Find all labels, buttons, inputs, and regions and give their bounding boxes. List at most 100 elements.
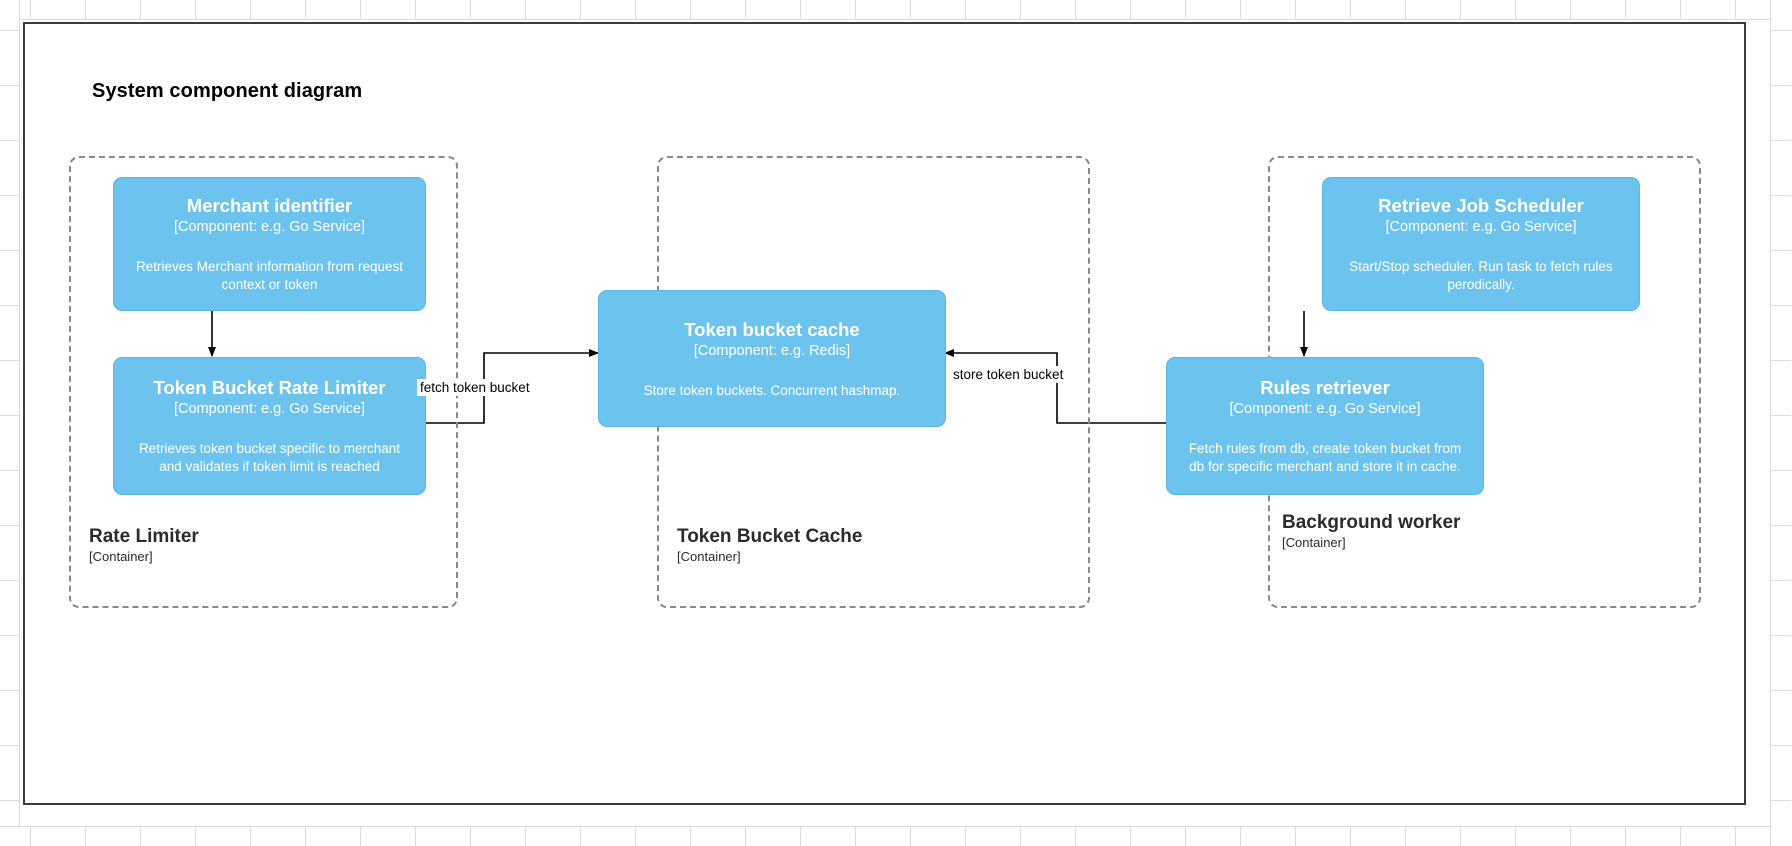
component-technology-merchant-identifier: [Component: e.g. Go Service] bbox=[173, 219, 365, 235]
ruler-tick bbox=[415, 827, 416, 846]
ruler-tick bbox=[1460, 0, 1461, 19]
ruler-tick bbox=[0, 690, 19, 691]
ruler-tick bbox=[1460, 827, 1461, 846]
ruler-tick bbox=[965, 0, 966, 19]
container-label-token-bucket-cache: Token Bucket Cache [Container] bbox=[677, 525, 862, 566]
diagram-page[interactable]: System component diagram bbox=[23, 22, 1746, 805]
ruler-tick bbox=[1020, 827, 1021, 846]
ruler-tick bbox=[1405, 827, 1406, 846]
ruler-tick bbox=[1130, 0, 1131, 19]
component-merchant-identifier[interactable]: Merchant identifier [Component: e.g. Go … bbox=[113, 177, 426, 311]
component-description-merchant-identifier: Retrieves Merchant information from requ… bbox=[135, 259, 404, 292]
ruler-tick bbox=[1771, 85, 1791, 86]
component-title-retrieve-job-scheduler: Retrieve Job Scheduler bbox=[1378, 195, 1584, 216]
ruler-tick bbox=[580, 0, 581, 19]
ruler-left[interactable] bbox=[0, 0, 20, 846]
ruler-tick bbox=[855, 0, 856, 19]
ruler-tick bbox=[800, 827, 801, 846]
component-retrieve-job-scheduler[interactable]: Retrieve Job Scheduler [Component: e.g. … bbox=[1322, 177, 1640, 311]
component-technology-token-bucket-cache: [Component: e.g. Redis] bbox=[693, 342, 851, 359]
ruler-tick bbox=[690, 827, 691, 846]
ruler-tick bbox=[360, 827, 361, 846]
ruler-tick bbox=[580, 827, 581, 846]
ruler-tick bbox=[1350, 827, 1351, 846]
ruler-tick bbox=[140, 827, 141, 846]
component-description-retrieve-job-scheduler: Start/Stop scheduler. Run task to fetch … bbox=[1349, 259, 1613, 292]
component-description-rules-retriever: Fetch rules from db, create token bucket… bbox=[1188, 441, 1462, 474]
ruler-tick bbox=[0, 635, 19, 636]
ruler-tick bbox=[0, 415, 19, 416]
ruler-tick bbox=[745, 0, 746, 19]
ruler-tick bbox=[0, 360, 19, 361]
component-description-token-bucket-rate-limiter: Retrieves token bucket specific to merch… bbox=[138, 441, 401, 474]
ruler-tick bbox=[0, 525, 19, 526]
ruler-tick bbox=[1680, 0, 1681, 19]
container-label-rate-limiter: Rate Limiter [Container] bbox=[89, 525, 199, 566]
ruler-tick bbox=[0, 305, 19, 306]
ruler-tick bbox=[1680, 827, 1681, 846]
edge-label-fetch-token-bucket: fetch token bucket bbox=[417, 379, 533, 396]
ruler-tick bbox=[1570, 0, 1571, 19]
component-rules-retriever[interactable]: Rules retriever [Component: e.g. Go Serv… bbox=[1166, 357, 1484, 495]
ruler-tick bbox=[1625, 827, 1626, 846]
ruler-tick bbox=[1771, 250, 1791, 251]
edge-label-store-token-bucket: store token bucket bbox=[950, 366, 1067, 383]
ruler-tick bbox=[470, 827, 471, 846]
component-token-bucket-rate-limiter[interactable]: Token Bucket Rate Limiter [Component: e.… bbox=[113, 357, 426, 495]
ruler-tick bbox=[195, 827, 196, 846]
ruler-tick bbox=[85, 0, 86, 19]
ruler-tick bbox=[1771, 470, 1791, 471]
ruler-tick bbox=[525, 0, 526, 19]
ruler-tick bbox=[360, 0, 361, 19]
ruler-tick bbox=[0, 140, 19, 141]
ruler-tick bbox=[1735, 827, 1736, 846]
ruler-tick bbox=[30, 0, 31, 19]
ruler-tick bbox=[1185, 0, 1186, 19]
ruler-tick bbox=[1515, 827, 1516, 846]
container-name-token-bucket-cache: Token Bucket Cache bbox=[677, 526, 863, 547]
ruler-tick bbox=[910, 827, 911, 846]
ruler-tick bbox=[1570, 827, 1571, 846]
container-name-rate-limiter: Rate Limiter bbox=[89, 526, 199, 547]
ruler-bottom[interactable] bbox=[0, 826, 1792, 846]
component-token-bucket-cache[interactable]: Token bucket cache [Component: e.g. Redi… bbox=[598, 290, 946, 427]
component-title-rules-retriever: Rules retriever bbox=[1260, 377, 1390, 398]
ruler-tick bbox=[1771, 800, 1791, 801]
component-technology-token-bucket-rate-limiter: [Component: e.g. Go Service] bbox=[173, 401, 365, 417]
container-label-background-worker: Background worker [Container] bbox=[1282, 511, 1460, 552]
ruler-tick bbox=[855, 827, 856, 846]
ruler-tick bbox=[140, 0, 141, 19]
ruler-tick bbox=[1185, 827, 1186, 846]
ruler-tick bbox=[1130, 827, 1131, 846]
ruler-tick bbox=[1771, 745, 1791, 746]
ruler-tick bbox=[1515, 0, 1516, 19]
ruler-top[interactable] bbox=[0, 0, 1792, 20]
ruler-tick bbox=[910, 0, 911, 19]
ruler-tick bbox=[525, 827, 526, 846]
component-technology-retrieve-job-scheduler: [Component: e.g. Go Service] bbox=[1385, 219, 1577, 235]
ruler-tick bbox=[0, 30, 19, 31]
ruler-tick bbox=[1295, 0, 1296, 19]
ruler-tick bbox=[305, 0, 306, 19]
ruler-tick bbox=[0, 195, 19, 196]
ruler-tick bbox=[635, 0, 636, 19]
ruler-tick bbox=[1020, 0, 1021, 19]
ruler-tick bbox=[1771, 635, 1791, 636]
ruler-tick bbox=[1625, 0, 1626, 19]
ruler-tick bbox=[250, 827, 251, 846]
ruler-tick bbox=[30, 827, 31, 846]
ruler-tick bbox=[1075, 0, 1076, 19]
ruler-tick bbox=[1405, 0, 1406, 19]
ruler-tick bbox=[800, 0, 801, 19]
ruler-tick bbox=[1350, 0, 1351, 19]
ruler-tick bbox=[85, 827, 86, 846]
ruler-tick bbox=[1771, 30, 1791, 31]
ruler-tick bbox=[0, 85, 19, 86]
container-type-background-worker: [Container] bbox=[1282, 535, 1346, 550]
ruler-tick bbox=[1771, 195, 1791, 196]
ruler-right[interactable] bbox=[1770, 0, 1792, 846]
ruler-tick bbox=[470, 0, 471, 19]
container-type-rate-limiter: [Container] bbox=[89, 549, 153, 564]
ruler-tick bbox=[1771, 690, 1791, 691]
ruler-tick bbox=[1771, 360, 1791, 361]
